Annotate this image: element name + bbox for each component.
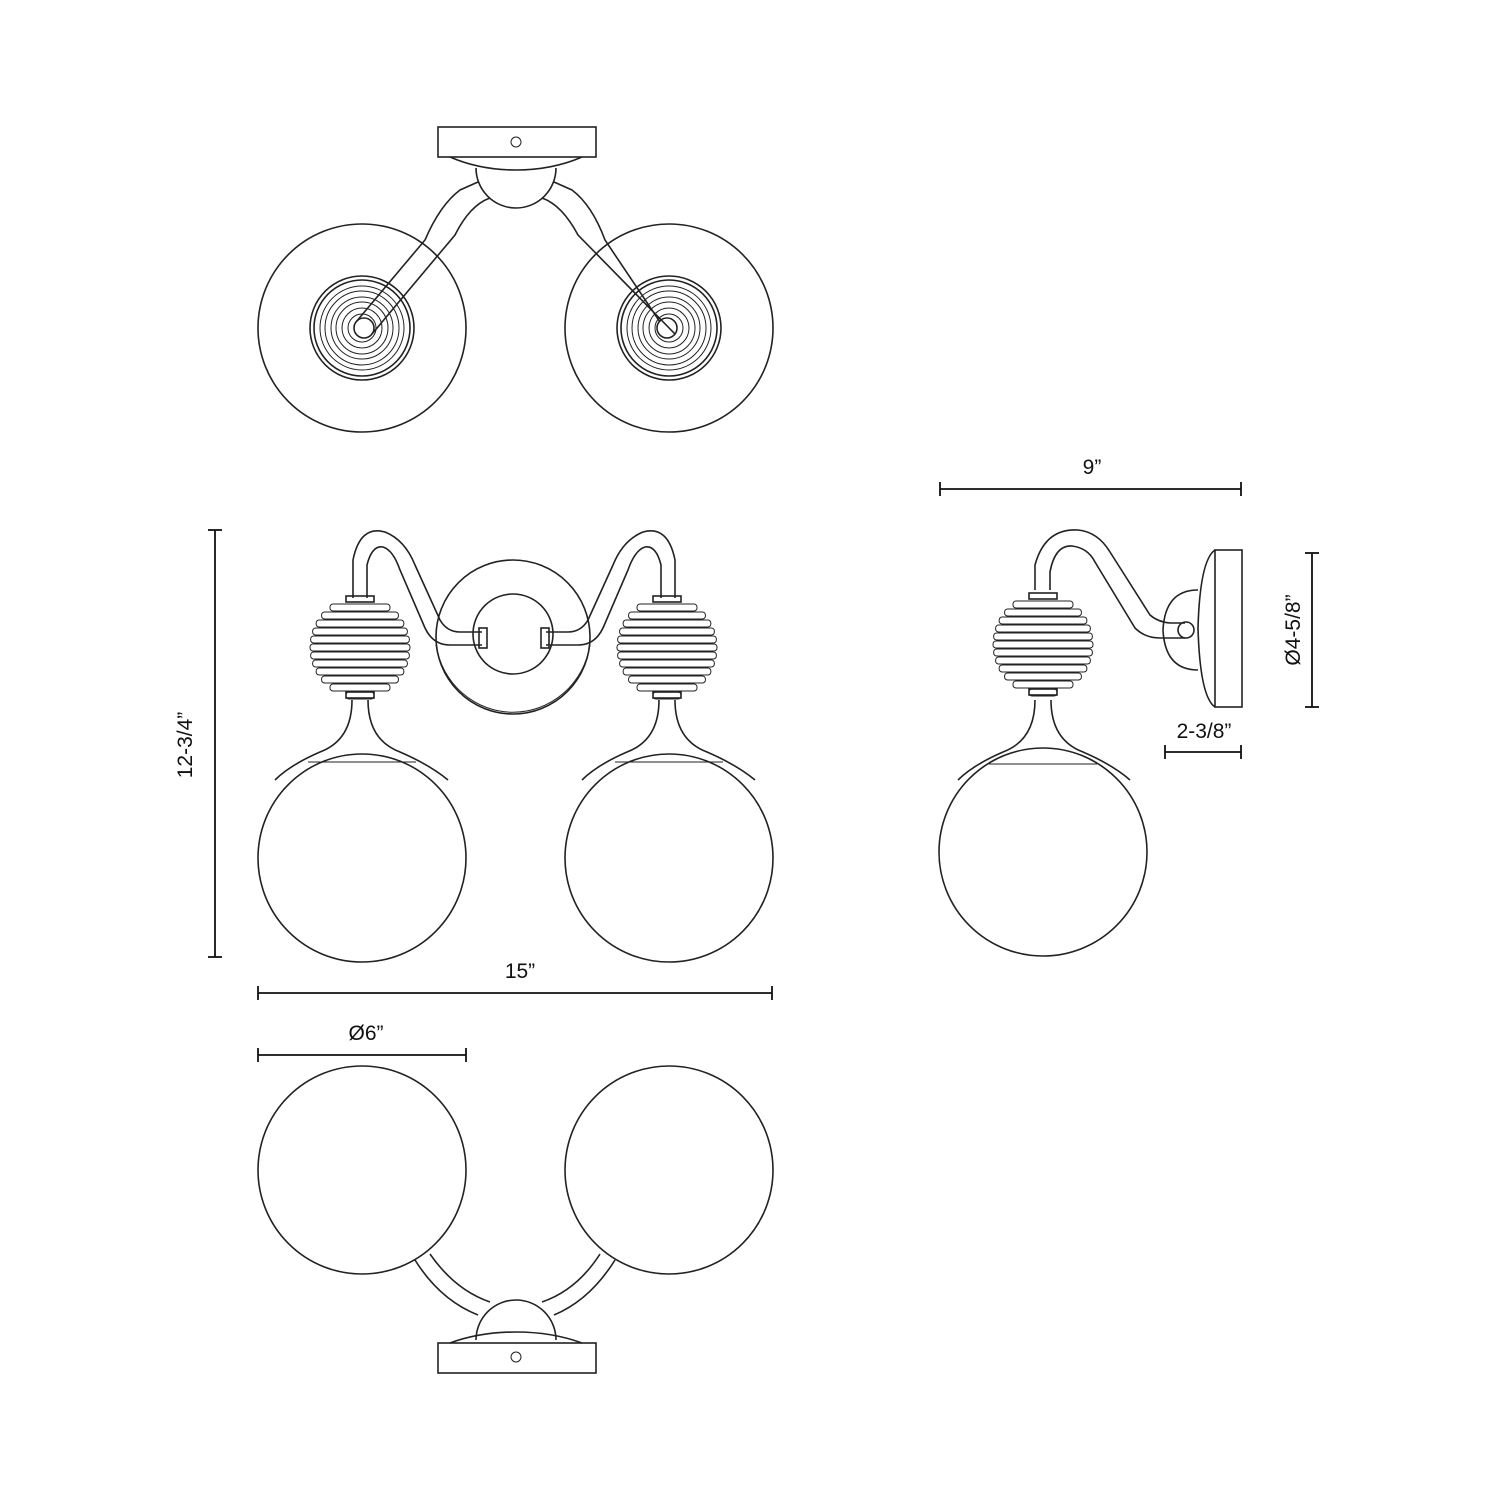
shade-rib (321, 611, 399, 620)
shade-rib (345, 691, 375, 700)
ring (620, 279, 718, 377)
bottom-arm-right (541, 1253, 616, 1316)
shade-rib (329, 683, 391, 692)
top-rings-left (309, 275, 415, 381)
shade-rib (652, 691, 682, 700)
top-canopy (437, 126, 597, 158)
shade-rib (312, 627, 408, 636)
top-arm-right (541, 181, 676, 335)
shade-rib (998, 664, 1088, 673)
side-backplate (1214, 549, 1243, 708)
depth-label: 9” (1083, 456, 1102, 479)
shade-rib (1004, 608, 1082, 617)
shade-rib (628, 611, 706, 620)
shade-rib (998, 616, 1088, 625)
ring (313, 279, 411, 377)
ring (330, 296, 394, 360)
bottom-globe-left (257, 1065, 467, 1275)
ring (319, 285, 405, 371)
ring (626, 285, 712, 371)
shade-rib (622, 619, 712, 628)
backplate-diameter-label: Ø4-5/8” (1282, 594, 1305, 665)
shade-rib (1004, 672, 1082, 681)
shade-rib (622, 667, 712, 676)
screw-icon (510, 1351, 522, 1363)
shade-rib (616, 643, 718, 652)
ring (642, 301, 696, 355)
shade-rib (995, 624, 1091, 633)
top-globe-right (564, 223, 774, 433)
front-arm-left (352, 530, 482, 646)
shade-rib (617, 635, 717, 644)
top-rings-right (616, 275, 722, 381)
top-canopy-dome (475, 167, 557, 209)
shade-rib (329, 603, 391, 612)
front-ribbed-shade-right (616, 595, 718, 700)
shade-rib (617, 651, 717, 660)
front-backplate (435, 559, 591, 715)
shade-rib (993, 632, 1093, 641)
side-view (938, 529, 1243, 957)
shade-rib (636, 603, 698, 612)
side-canopy-dome (1162, 589, 1199, 671)
width-label: 15” (505, 960, 535, 983)
bottom-globe-right (564, 1065, 774, 1275)
front-backplate-center (472, 593, 554, 675)
side-arm (1034, 529, 1185, 639)
top-globe-left (257, 223, 467, 433)
dimension-backplate: Ø4-5/8” (1282, 552, 1319, 708)
shade-rib (993, 648, 1093, 657)
shade-rib (321, 675, 399, 684)
shade-rib (315, 619, 405, 628)
dimension-backplate-depth: 2-3/8” (1164, 720, 1242, 759)
front-globe-left (257, 753, 467, 963)
shade-rib (1012, 600, 1074, 609)
dimension-width: 15” (257, 960, 773, 1000)
front-globe-right (564, 753, 774, 963)
side-ribbed-shade (992, 592, 1094, 697)
shade-rib (310, 635, 410, 644)
front-stem-right (581, 699, 756, 781)
backplate-depth-label: 2-3/8” (1177, 720, 1232, 743)
top-view (257, 126, 774, 433)
front-arm-right (546, 530, 676, 646)
shade-rib (619, 659, 715, 668)
bottom-view (257, 1065, 774, 1374)
shade-rib (619, 627, 715, 636)
ring (637, 296, 701, 360)
ring (648, 307, 690, 349)
globe-diameter-label: Ø6” (348, 1022, 383, 1045)
ring (631, 290, 707, 366)
shade-rib (1012, 680, 1074, 689)
dimension-globe: Ø6” (257, 1022, 467, 1062)
shade-rib (1028, 688, 1058, 697)
shade-rib (636, 683, 698, 692)
shade-rib (309, 643, 411, 652)
side-globe (938, 747, 1148, 957)
ring (341, 307, 383, 349)
ring (309, 275, 415, 381)
bottom-canopy (437, 1342, 597, 1374)
height-label: 12-3/4” (174, 712, 197, 779)
front-ribbed-shade-left (309, 595, 411, 700)
front-stem-left (274, 699, 449, 781)
dimension-depth: 9” (939, 456, 1242, 496)
shade-rib (310, 651, 410, 660)
shade-rib (628, 675, 706, 684)
front-view (257, 530, 774, 963)
ring (324, 290, 400, 366)
shade-rib (315, 667, 405, 676)
ring (654, 313, 684, 343)
screw-icon (510, 136, 522, 148)
shade-rib (992, 640, 1094, 649)
shade-rib (995, 656, 1091, 665)
ring (335, 301, 389, 355)
bottom-arm-left (414, 1253, 491, 1316)
dimension-height: 12-3/4” (174, 529, 222, 958)
ring (616, 275, 722, 381)
shade-rib (312, 659, 408, 668)
top-arm-left (355, 181, 491, 335)
